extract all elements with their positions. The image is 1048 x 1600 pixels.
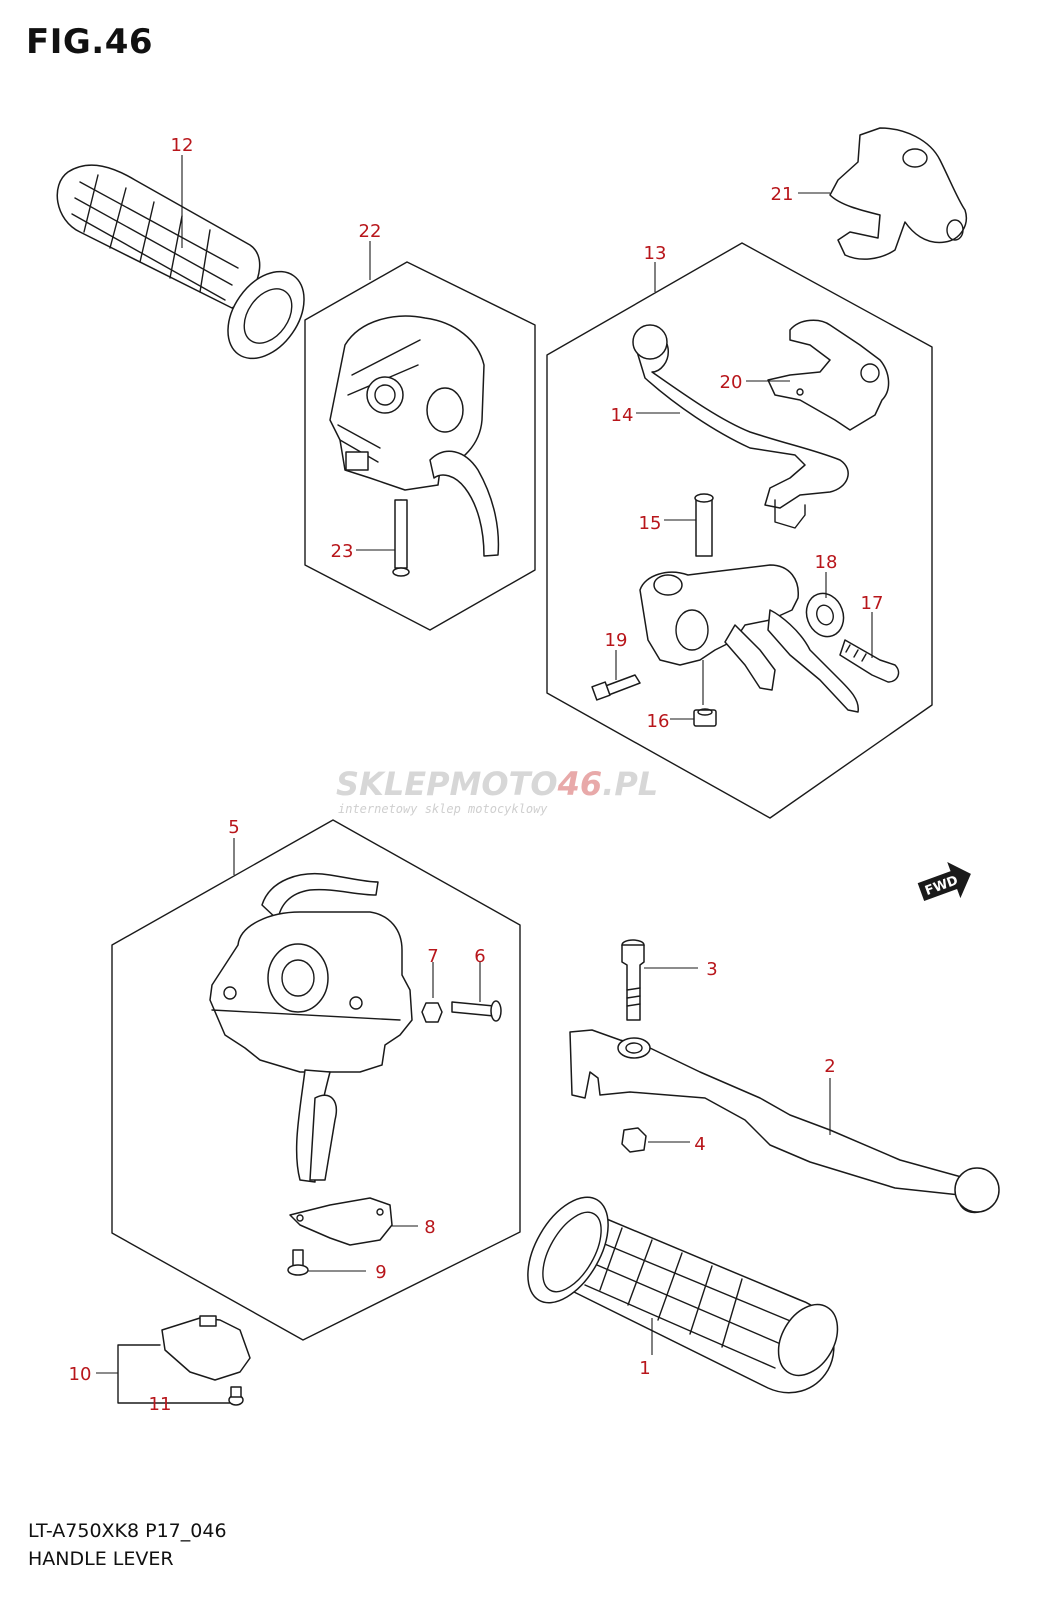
callout-22: 22	[359, 221, 382, 242]
callout-18: 18	[815, 552, 838, 573]
grip-right-part-1	[527, 1196, 839, 1394]
callout-5: 5	[228, 817, 239, 838]
bolt-part-3	[621, 939, 698, 1021]
group-13-parts	[591, 262, 900, 727]
grip-left-part-12	[56, 155, 305, 360]
switch-assembly-part-22	[329, 241, 500, 577]
callout-1: 1	[639, 1358, 650, 1379]
watermark-brand-number: 46	[557, 765, 603, 803]
callout-9: 9	[375, 1262, 386, 1283]
callout-11: 11	[149, 1394, 172, 1415]
callout-2: 2	[824, 1056, 835, 1077]
svg-text:SKLEPMOTO46.PL: SKLEPMOTO46.PL	[336, 765, 658, 803]
watermark-tagline: internetowy sklep motocyklowy	[338, 802, 548, 816]
callout-labels: 1 2 3 4 5 6 7 8 9 10 11 12 13 14 15 16 1…	[69, 135, 884, 1415]
callout-15: 15	[639, 513, 662, 534]
watermark-brand-suffix: .PL	[602, 765, 658, 803]
callout-17: 17	[861, 593, 884, 614]
figure-title: FIG.46	[26, 22, 154, 62]
watermark-logo: SKLEPMOTO46.PL internetowy sklep motocyk…	[336, 765, 658, 816]
callout-20: 20	[720, 372, 743, 393]
cover-part-21	[798, 127, 967, 260]
figure-name: HANDLE LEVER	[28, 1548, 174, 1570]
watermark-brand-left: SKLEP	[336, 765, 450, 803]
switch-part-10	[96, 1315, 251, 1406]
callout-7: 7	[427, 946, 438, 967]
callout-10: 10	[69, 1364, 92, 1385]
model-code: LT-A750XK8 P17_046	[28, 1520, 227, 1542]
callout-3: 3	[706, 959, 717, 980]
callout-23: 23	[331, 541, 354, 562]
group-box-13	[546, 242, 933, 819]
callout-14: 14	[611, 405, 634, 426]
group-box-5	[111, 819, 521, 1341]
callout-19: 19	[605, 630, 628, 651]
watermark-brand-right: MOTO	[450, 765, 558, 803]
lever-part-2	[569, 1029, 1000, 1214]
callout-12: 12	[171, 135, 194, 156]
callout-6: 6	[474, 946, 485, 967]
callout-13: 13	[644, 243, 667, 264]
group-5-parts	[209, 838, 502, 1276]
fwd-direction-badge: FWD	[917, 861, 971, 901]
callout-21: 21	[771, 184, 794, 205]
callout-8: 8	[424, 1217, 435, 1238]
callout-16: 16	[647, 711, 670, 732]
callout-4: 4	[694, 1134, 705, 1155]
group-box-22	[304, 261, 536, 631]
